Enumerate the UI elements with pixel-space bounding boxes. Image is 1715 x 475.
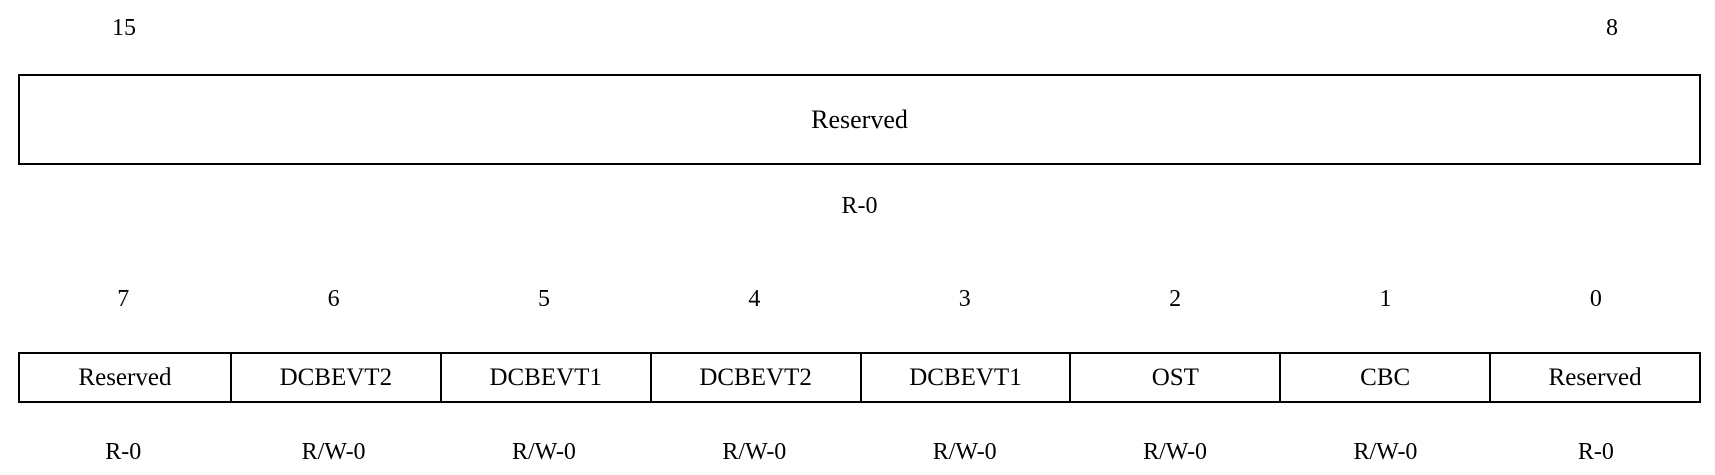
lower-access-row: R-0 R/W-0 R/W-0 R/W-0 R/W-0 R/W-0 R/W-0 … [18,438,1701,466]
access-bit6: R/W-0 [301,439,366,465]
field-cell-bit1: CBC [1279,354,1489,401]
field-label-dcbevt1: DCBEVT1 [909,363,1022,391]
field-label-cbc: CBC [1360,363,1411,391]
access-bit4: R/W-0 [722,439,787,465]
field-cell-bit2: OST [1069,354,1279,401]
field-label-dcbevt2: DCBEVT2 [279,363,393,391]
bit-number-6: 6 [327,286,340,312]
access-bit1: R/W-0 [1353,439,1418,465]
field-cell-bit7: Reserved [20,354,230,401]
bit-number-4: 4 [748,286,761,312]
bit-number-8: 8 [1606,15,1618,41]
lower-field-row: Reserved DCBEVT2 DCBEVT1 DCBEVT2 DCBEVT1… [18,352,1701,403]
field-cell-bit0: Reserved [1489,354,1699,401]
field-cell-bit3: DCBEVT1 [859,354,1070,401]
bit-number-7: 7 [117,286,130,312]
bit-number-0: 0 [1589,286,1602,312]
field-cell-bit5: DCBEVT1 [439,354,650,401]
access-bit5: R/W-0 [511,439,576,465]
field-label-reserved: Reserved [1548,363,1642,391]
upper-reserved-field: Reserved [18,74,1701,165]
upper-field-label: Reserved [811,104,908,134]
access-bit3: R/W-0 [932,439,997,465]
field-label-reserved: Reserved [78,363,172,391]
upper-access-label: R-0 [841,193,878,219]
bit-number-3: 3 [958,286,971,312]
access-bit2: R/W-0 [1143,439,1208,465]
bit-number-5: 5 [537,286,550,312]
bit-number-15: 15 [112,15,136,41]
lower-bit-numbers: 7 6 5 4 3 2 1 0 [18,285,1701,313]
bit-number-1: 1 [1379,286,1392,312]
field-label-dcbevt1: DCBEVT1 [489,363,602,391]
access-bit7: R-0 [105,439,142,465]
bit-number-2: 2 [1169,286,1182,312]
access-bit0: R-0 [1577,439,1614,465]
field-cell-bit6: DCBEVT2 [229,354,440,401]
field-cell-bit4: DCBEVT2 [649,354,860,401]
field-label-ost: OST [1151,363,1199,391]
field-label-dcbevt2: DCBEVT2 [699,363,812,391]
